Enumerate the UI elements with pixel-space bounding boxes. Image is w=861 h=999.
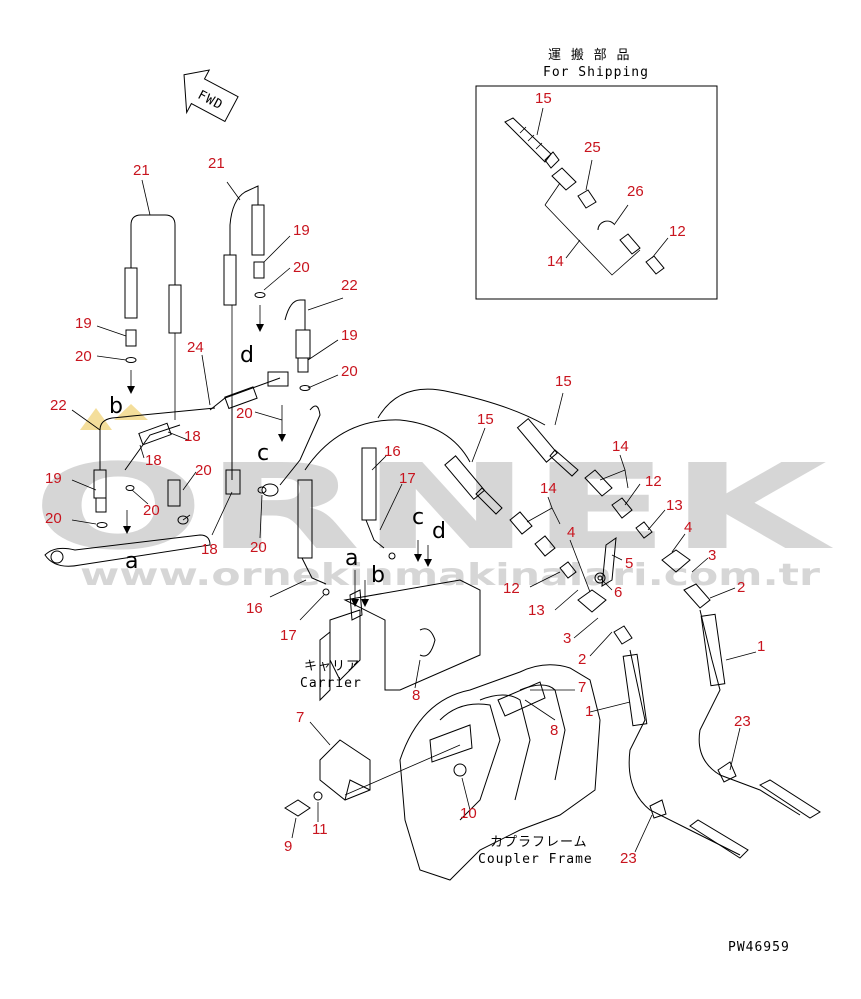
callout-20-e: 20 [195, 462, 212, 479]
mount-blocks: 4 4 5 6 3 2 3 2 [563, 519, 745, 668]
callout-7-b: 7 [578, 679, 586, 696]
callout-1-b: 1 [585, 703, 593, 720]
callout-7-a: 7 [296, 709, 304, 726]
shipping-title-en: For Shipping [543, 65, 649, 80]
callout-15-box: 15 [535, 90, 552, 107]
callout-16-a: 16 [246, 600, 263, 617]
callout-11: 11 [312, 821, 328, 838]
carrier-label-jp: キャリア [304, 659, 360, 674]
callout-20-c: 20 [293, 259, 310, 276]
callout-13-b: 13 [528, 602, 545, 619]
letter-b-left: b [109, 394, 123, 419]
callout-4-a: 4 [567, 524, 575, 541]
callout-20-g: 20 [143, 502, 160, 519]
callout-2-a: 2 [737, 579, 745, 596]
couplers-middle: 14 14 12 13 12 13 [503, 438, 683, 619]
callout-26: 26 [627, 183, 644, 200]
callout-14-a: 14 [612, 438, 629, 455]
long-hoses: 15 15 16 17 16 17 [246, 373, 579, 644]
callout-19-d: 19 [341, 327, 358, 344]
callout-23-a: 23 [734, 713, 751, 730]
callout-16-b: 16 [384, 443, 401, 460]
fwd-arrow: FWD [183, 69, 239, 123]
callout-1-a: 1 [757, 638, 765, 655]
callout-18-c: 18 [201, 541, 218, 558]
callout-15-a: 15 [555, 373, 572, 390]
drawing-number: PW46959 [728, 940, 790, 955]
callout-20-a: 20 [75, 348, 92, 365]
callout-8-a: 8 [412, 687, 420, 704]
coupler-frame-jp: カプラフレーム [490, 835, 588, 850]
watermark-triangles [80, 404, 148, 430]
callout-23-b: 23 [620, 850, 637, 867]
carrier-label-en: Carrier [300, 676, 362, 691]
callout-14-b: 14 [540, 480, 557, 497]
letter-b-plate: b [371, 563, 385, 588]
shipping-title-jp: 運 搬 部 品 [548, 48, 630, 63]
callout-22-b: 22 [341, 277, 358, 294]
callout-19-b: 19 [45, 470, 62, 487]
hoses-right: 1 1 23 23 [585, 609, 821, 867]
callout-25: 25 [584, 139, 601, 156]
watermark: ORNEK www.ornekinmakinalari.com.tr [32, 438, 835, 593]
callout-18-b: 18 [145, 452, 162, 469]
callout-20-g2: 20 [250, 539, 267, 556]
callout-19-c: 19 [293, 222, 310, 239]
callout-15-b: 15 [477, 411, 494, 428]
callout-9: 9 [284, 838, 292, 855]
callout-12-b: 12 [503, 580, 520, 597]
bracket-7: 7 9 11 [284, 709, 461, 855]
callout-4-b: 4 [684, 519, 692, 536]
callout-22-a: 22 [50, 397, 67, 414]
callout-24: 24 [187, 339, 204, 356]
callout-6: 6 [614, 584, 622, 601]
callout-8-b: 8 [550, 722, 558, 739]
fwd-label: FWD [195, 88, 225, 114]
letter-c-mid: c [257, 441, 269, 466]
callout-21-left: 21 [133, 162, 150, 179]
letter-d-mid: d [240, 343, 254, 368]
carrier-plate: a b c d キャリア Carrier 8 [300, 505, 481, 704]
callout-21-right: 21 [208, 155, 225, 172]
hose-assembly-left: a b 21 19 20 22 19 20 24 18 18 20 20 [44, 162, 216, 574]
watermark-main: ORNEK [32, 438, 835, 576]
callout-12-a: 12 [645, 473, 662, 490]
hose-assembly-middle: d c 21 19 20 22 19 20 20 18 20 [201, 155, 358, 558]
callout-20-f: 20 [341, 363, 358, 380]
callout-2-b: 2 [578, 651, 586, 668]
callout-13-a: 13 [666, 497, 683, 514]
callout-17-b: 17 [399, 470, 416, 487]
callout-20-b: 20 [45, 510, 62, 527]
callout-17-a: 17 [280, 627, 297, 644]
callout-10: 10 [460, 805, 477, 822]
callout-3-a: 3 [708, 547, 716, 564]
coupler-frame: 7 8 10 カプラフレーム Coupler Frame [399, 664, 601, 881]
callout-12-box: 12 [669, 223, 686, 240]
letter-a-plate: a [345, 546, 358, 571]
coupler-frame-en: Coupler Frame [478, 852, 593, 867]
watermark-url: www.ornekinmakinalari.com.tr [80, 558, 820, 593]
callout-19-a: 19 [75, 315, 92, 332]
letter-a-left: a [125, 549, 138, 574]
shipping-box: 運 搬 部 品 For Shipping 15 25 26 12 14 [475, 48, 718, 300]
callout-20-d: 20 [236, 405, 253, 422]
callout-14-box: 14 [547, 253, 564, 270]
letter-d-plate: d [432, 519, 446, 544]
callout-18-a: 18 [184, 428, 201, 445]
callout-5: 5 [625, 555, 633, 572]
letter-c-plate: c [412, 505, 424, 530]
callout-3-b: 3 [563, 630, 571, 647]
